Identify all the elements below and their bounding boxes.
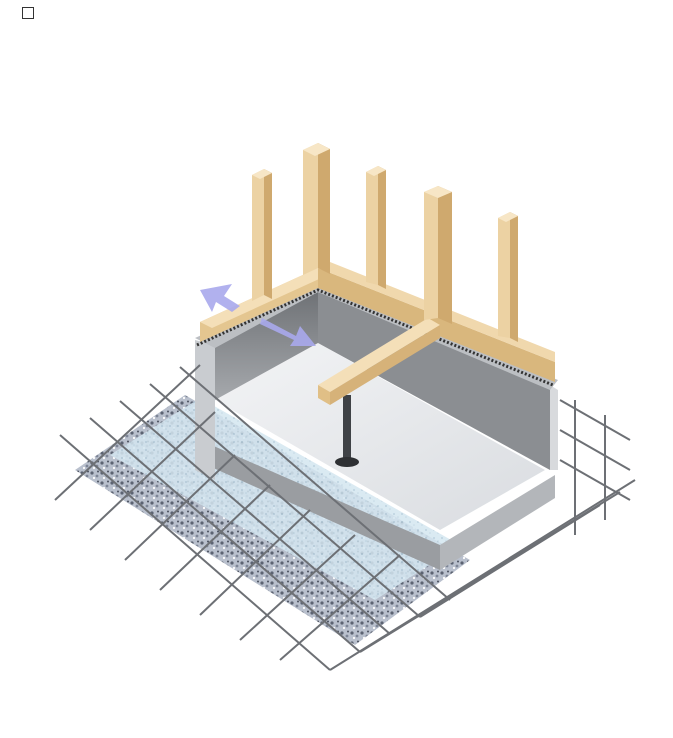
foundation-floor: [215, 343, 545, 530]
outer-wall-right: [550, 385, 558, 470]
sill-plate-left-top: [200, 268, 330, 328]
floor-post: [343, 395, 351, 460]
floor-beam-side: [330, 325, 440, 405]
slab-right-side: [440, 475, 555, 570]
stud-1: [252, 169, 272, 301]
inner-wall-right: [318, 292, 550, 470]
ventilation-arrow-icon: [200, 284, 240, 312]
stud-5: [498, 212, 518, 342]
slab-front-side: [200, 440, 440, 570]
ventilation-arrow-icon: [260, 318, 316, 346]
stud-3: [366, 166, 386, 289]
inner-wall-left: [215, 292, 318, 400]
floor-beam-top: [318, 318, 440, 392]
outer-wall-left: [195, 340, 215, 480]
stud-4: [424, 186, 452, 324]
checkbox[interactable]: [22, 7, 34, 19]
rebar-mesh: [54, 364, 636, 671]
stud-2: [303, 143, 330, 275]
floor-post-base: [335, 457, 359, 467]
floor-beam-front: [318, 385, 330, 405]
gasket-strip: [196, 288, 554, 387]
